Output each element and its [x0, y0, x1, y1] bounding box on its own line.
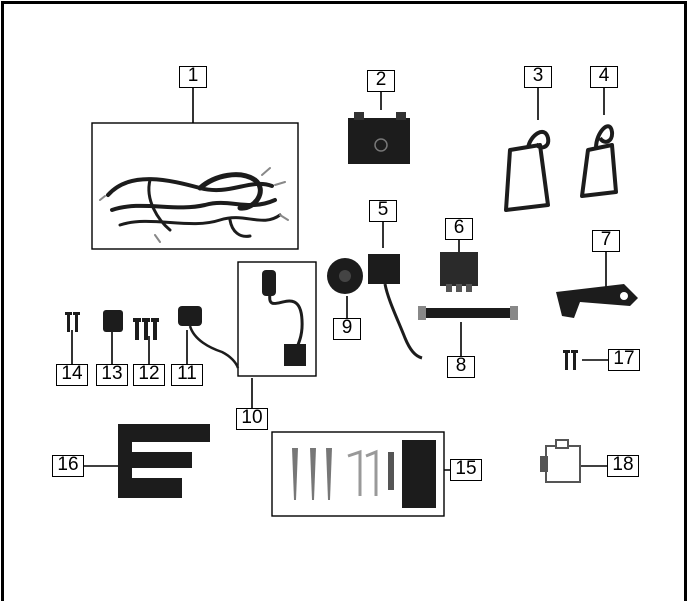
callout-4: 4	[590, 66, 618, 88]
bracket-assembly-16	[118, 424, 210, 498]
callout-18: 18	[607, 455, 639, 477]
switch-part-18	[540, 439, 581, 483]
hook-part-3	[504, 130, 551, 212]
callout-17: 17	[608, 349, 640, 371]
horn-part	[327, 258, 363, 294]
battery-part	[348, 112, 410, 164]
cap-part-13	[103, 310, 123, 332]
module-part	[440, 252, 478, 292]
screw-part-14	[65, 312, 80, 332]
callout-3: 3	[524, 66, 552, 88]
callout-8: 8	[447, 356, 475, 378]
ignition-coil	[262, 270, 306, 366]
strap-part	[418, 306, 518, 320]
callout-1: 1	[179, 66, 207, 88]
callout-12: 12	[133, 364, 165, 386]
bracket-part	[556, 284, 638, 318]
callout-14: 14	[56, 364, 88, 386]
bolts-part-12	[133, 318, 159, 340]
callout-10: 10	[236, 408, 268, 430]
callout-2: 2	[367, 70, 395, 92]
callout-9: 9	[333, 318, 361, 340]
callout-7: 7	[592, 230, 620, 252]
callout-6: 6	[445, 218, 473, 240]
tool-kit	[292, 440, 436, 508]
wire-harness	[99, 167, 289, 243]
connector-part-11	[178, 306, 240, 369]
callout-5: 5	[369, 200, 397, 222]
leader-lines	[71, 88, 608, 471]
callout-15: 15	[450, 459, 482, 481]
hook-part-4	[580, 124, 618, 198]
callout-13: 13	[96, 364, 128, 386]
relay-part	[368, 254, 423, 360]
screws-part-17	[563, 350, 578, 370]
callout-11: 11	[171, 364, 203, 386]
callout-16: 16	[52, 455, 84, 477]
